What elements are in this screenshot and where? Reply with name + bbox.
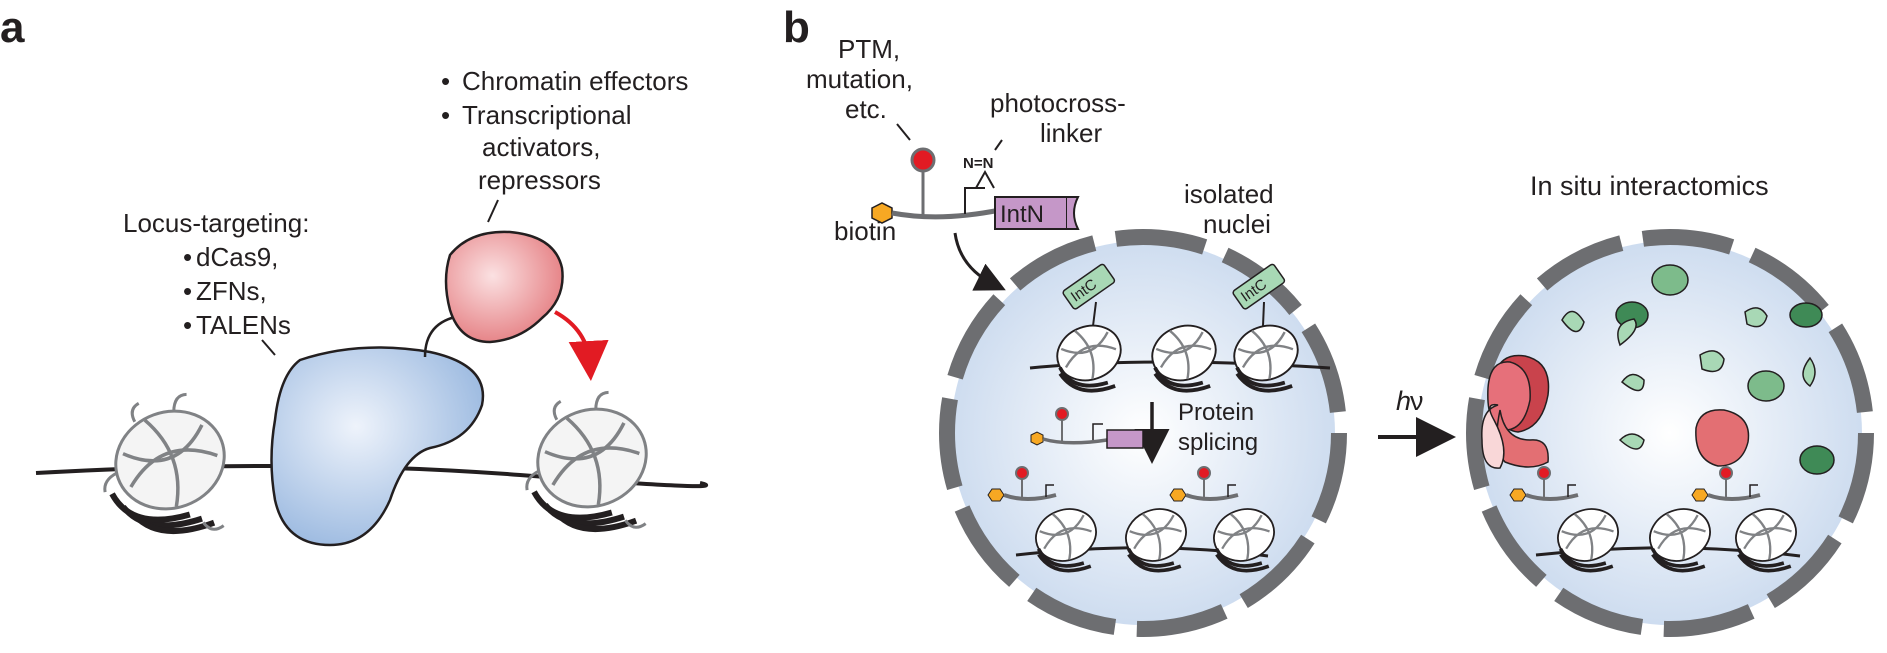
intc-stalk-1 [1092, 301, 1097, 327]
nuclei-label-1: isolated [1184, 179, 1274, 209]
ptm-label-1: PTM, [838, 34, 900, 64]
green-protein [1789, 302, 1823, 328]
green-protein [1561, 310, 1585, 333]
biotin-hexagon [871, 202, 893, 224]
diazirine-label: N=N [963, 155, 993, 172]
photo-label-2: linker [1040, 118, 1102, 148]
bullet: • [441, 100, 450, 130]
effector-callout-line [487, 199, 499, 223]
effector-line-3: activators, [482, 132, 601, 162]
green-protein [1802, 356, 1816, 388]
bullet: • [183, 310, 192, 340]
ptm-label-2: mutation, [806, 64, 913, 94]
ptm-mark [910, 147, 936, 173]
nuclear-membrane-2 [1466, 229, 1874, 637]
effector-arrow [554, 310, 609, 381]
probe-top: N=N IntN [871, 147, 1080, 230]
green-protein [1744, 307, 1768, 328]
locus-heading: Locus-targeting: [123, 208, 309, 238]
probe-labels: PTM, mutation, etc. photocross- linker b… [806, 34, 1274, 246]
effector-labels: • Chromatin effectors • Transcriptional … [441, 66, 688, 195]
effector-line-2: Transcriptional [462, 100, 632, 130]
nucleosome-right [502, 379, 671, 559]
biotin-label: biotin [834, 216, 896, 246]
locus-item-2: ZFNs, [196, 276, 267, 306]
green-protein [1620, 373, 1645, 392]
splicing-label-1: Protein [1178, 399, 1254, 426]
effector-line-1: Chromatin effectors [462, 66, 688, 96]
chromatin-effector [444, 230, 564, 344]
locus-item-1: dCas9, [196, 242, 278, 272]
green-protein [1699, 350, 1725, 373]
nuclear-membrane-1 [939, 229, 1347, 637]
green-protein [1651, 264, 1689, 296]
entry-arrow [953, 232, 1006, 291]
locus-targeting-protein [270, 346, 485, 547]
ptm-label-3: etc. [845, 94, 887, 124]
captured-complex-left [1481, 354, 1550, 469]
locus-item-3: TALENs [196, 310, 291, 340]
nuclei-label-2: nuclei [1203, 209, 1271, 239]
splicing-label-2: splicing [1178, 429, 1258, 456]
green-protein [1747, 370, 1785, 402]
photo-callout [994, 139, 1003, 151]
panel-a-letter: a [0, 3, 25, 52]
interactomics-title: In situ interactomics [1530, 171, 1769, 201]
green-protein [1617, 318, 1637, 347]
bullet: • [183, 276, 192, 306]
bullet: • [183, 242, 192, 272]
locus-labels: Locus-targeting: • dCas9, • ZFNs, • TALE… [123, 208, 309, 340]
intc-stalk-2 [1262, 301, 1265, 327]
green-protein [1618, 433, 1645, 450]
effector-line-4: repressors [478, 165, 601, 195]
probe-middle [1030, 407, 1144, 449]
photo-label-1: photocross- [990, 88, 1126, 118]
bullet: • [441, 66, 450, 96]
intn-label: IntN [1000, 201, 1044, 228]
splicing-labels: Protein splicing [1178, 399, 1258, 456]
locus-callout-line [261, 339, 276, 356]
captured-protein-right [1695, 409, 1750, 467]
intn-box [994, 196, 1068, 230]
ptm-callout [896, 123, 911, 141]
green-proteins [1561, 264, 1835, 475]
panel-b-letter: b [783, 3, 810, 52]
hv-label-h: h [1396, 386, 1411, 416]
green-protein [1799, 445, 1835, 475]
hv-label-v: ν [1410, 386, 1424, 416]
